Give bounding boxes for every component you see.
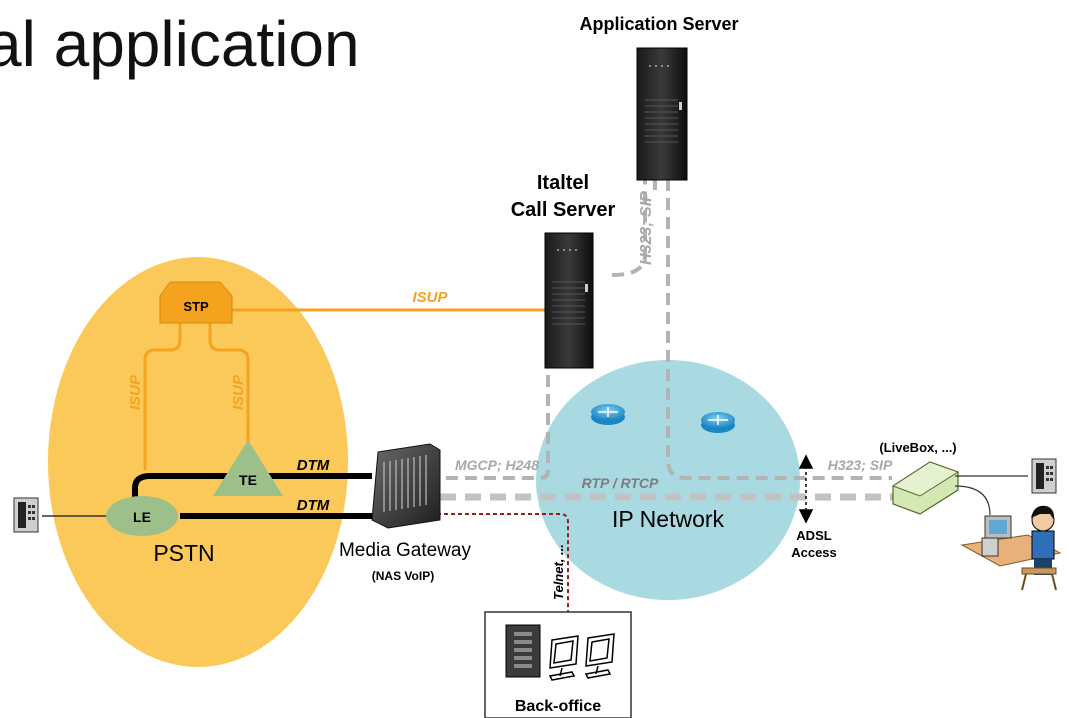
isup-left-label: ISUP xyxy=(127,374,144,410)
rtp-label: RTP / RTCP xyxy=(582,475,659,491)
le-node xyxy=(106,496,178,536)
adsl-label-line1: ADSL xyxy=(796,528,831,543)
call-server-label-line1: Italtel xyxy=(537,172,589,194)
router-icon-right xyxy=(701,412,735,433)
mgcp-label: MGCP; H248 xyxy=(455,457,539,473)
h323-sip-right-label: H323; SIP xyxy=(828,457,893,473)
application-server-label: Application Server xyxy=(579,14,738,34)
nas-voip-label: (NAS VoIP) xyxy=(372,569,434,583)
back-office-label: Back-office xyxy=(515,698,601,715)
slide-title: al application xyxy=(0,8,360,80)
router-icon-left xyxy=(591,404,625,425)
call-server-label-line2: Call Server xyxy=(511,199,616,221)
back-office-pc-icon-1 xyxy=(548,635,579,681)
telnet-label: Telnet, ... xyxy=(551,544,566,600)
media-gateway-label: Media Gateway xyxy=(339,540,472,561)
dtm-top-label: DTM xyxy=(297,457,330,474)
modem-icon xyxy=(891,461,960,515)
stp-node xyxy=(159,281,233,324)
h323-sip-vertical-label: H323; SIP xyxy=(638,191,655,265)
back-office-pc-icon-2 xyxy=(584,633,615,679)
le-label: LE xyxy=(133,509,151,525)
telnet-link xyxy=(430,513,569,612)
isup-top-label: ISUP xyxy=(412,289,448,306)
te-node xyxy=(213,440,283,496)
livebox-label: (LiveBox, ...) xyxy=(879,440,956,455)
call-server-icon xyxy=(544,232,594,369)
media-gateway-icon xyxy=(371,443,441,529)
adsl-label-line2: Access xyxy=(791,545,837,560)
user-at-desk-icon xyxy=(960,505,1062,591)
back-office-server-icon xyxy=(505,624,541,678)
dtm-bottom-label: DTM xyxy=(297,497,330,514)
modem-pc-line xyxy=(954,485,991,516)
telephone-icon-right xyxy=(1031,458,1057,494)
dtm-trunks xyxy=(132,473,372,519)
isup-right-label: ISUP xyxy=(230,374,247,410)
adsl-arrow xyxy=(798,454,814,524)
ip-network-label: IP Network xyxy=(612,506,725,532)
pstn-label: PSTN xyxy=(153,540,214,566)
application-server-icon xyxy=(636,47,688,181)
pstn-cloud xyxy=(48,257,348,667)
telephone-icon-left xyxy=(13,497,39,533)
isup-links xyxy=(143,308,545,470)
te-label: TE xyxy=(239,472,257,488)
stp-label: STP xyxy=(183,299,209,314)
